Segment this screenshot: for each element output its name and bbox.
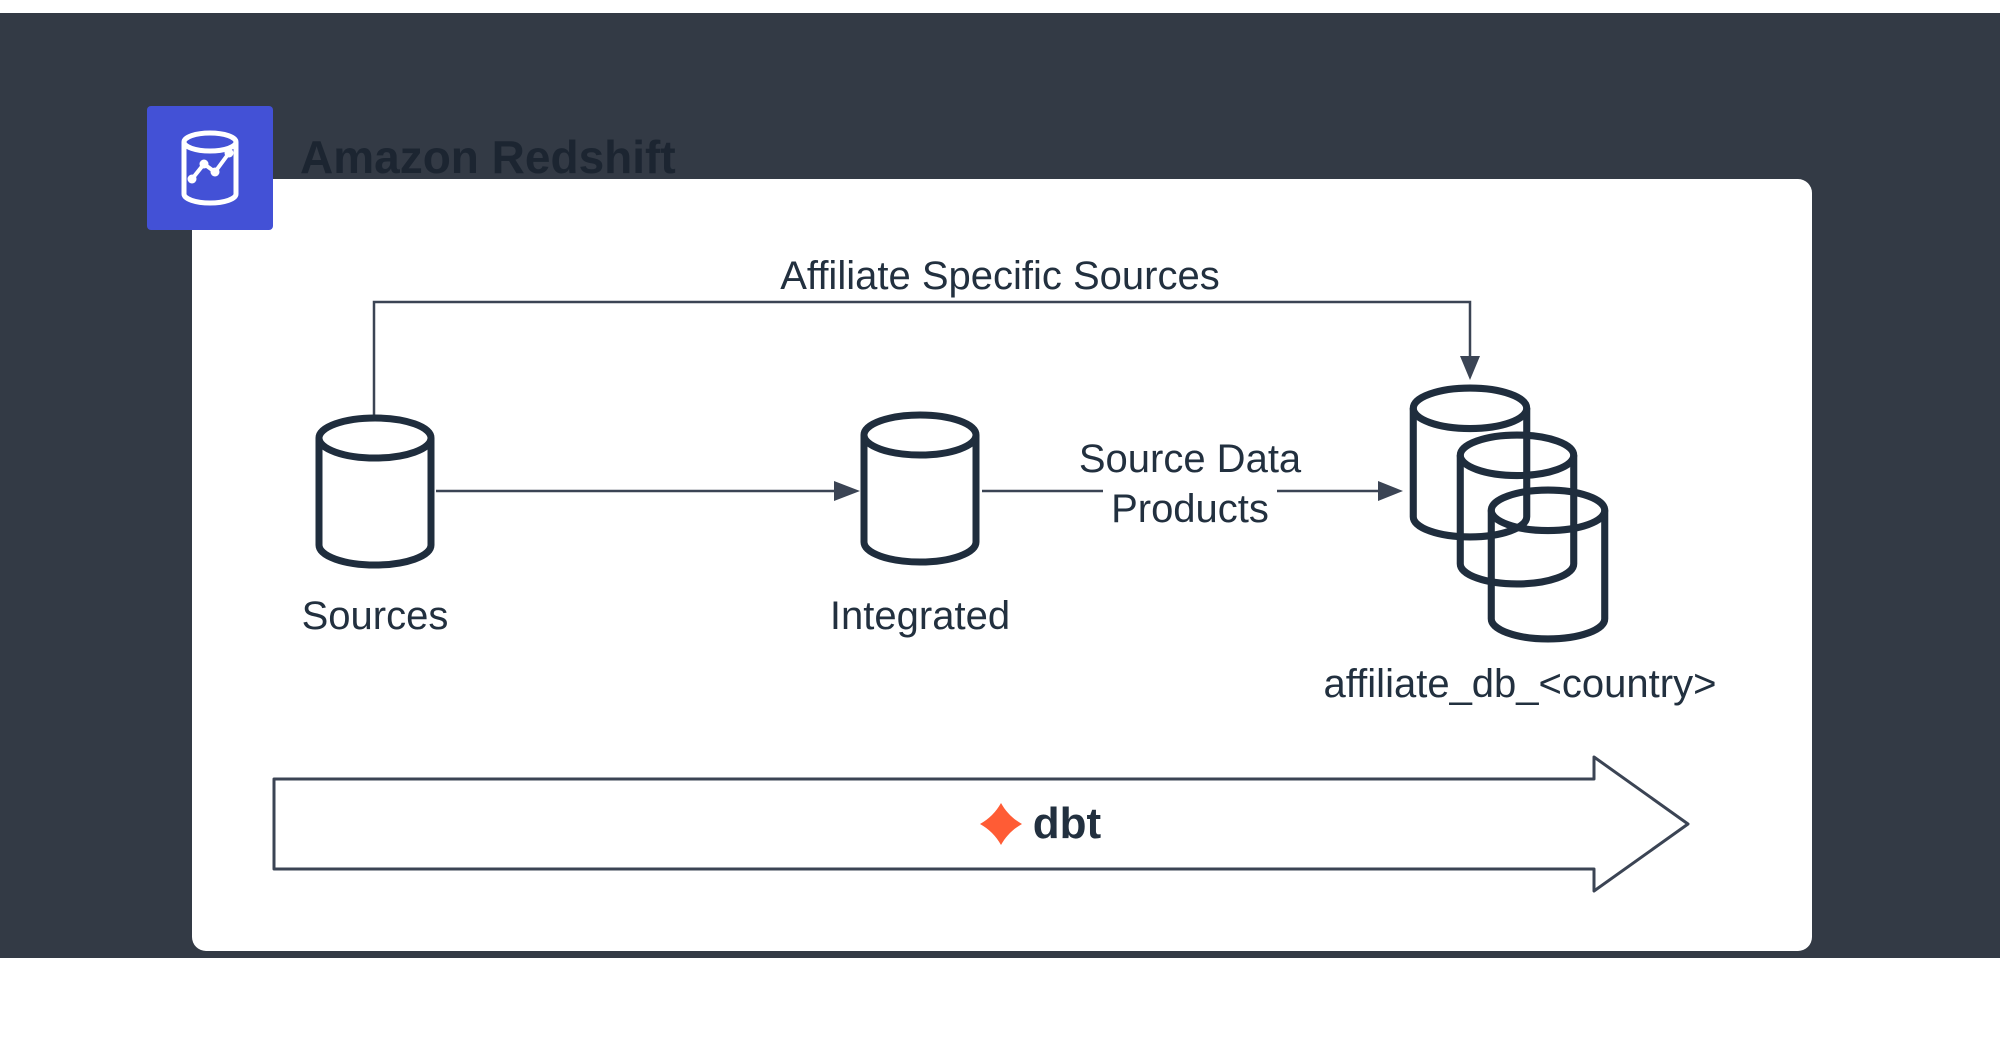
- edge-label-line1: Source Data: [1070, 434, 1310, 484]
- affiliate-database-icon-3: [1483, 487, 1613, 642]
- affiliate-db-node-label: affiliate_db_<country>: [1323, 662, 1717, 706]
- integrated-node-label: Integrated: [829, 594, 1011, 638]
- dbt-pipeline-label-group: dbt: [955, 798, 1125, 850]
- redshift-database-chart-icon: [181, 130, 239, 206]
- sources-node-label: Sources: [301, 594, 449, 638]
- source-data-products-edge-label: Source Data Products: [1040, 434, 1340, 534]
- dbt-label: dbt: [1032, 799, 1102, 848]
- dbt-icon: [979, 803, 1022, 845]
- product-title: Amazon Redshift: [300, 131, 676, 183]
- amazon-redshift-logo: [147, 106, 273, 230]
- sources-database-icon: [315, 415, 435, 568]
- integrated-database-icon: [860, 411, 980, 566]
- affiliate-sources-connector-label: Affiliate Specific Sources: [780, 254, 1220, 298]
- edge-label-line2: Products: [1103, 484, 1277, 534]
